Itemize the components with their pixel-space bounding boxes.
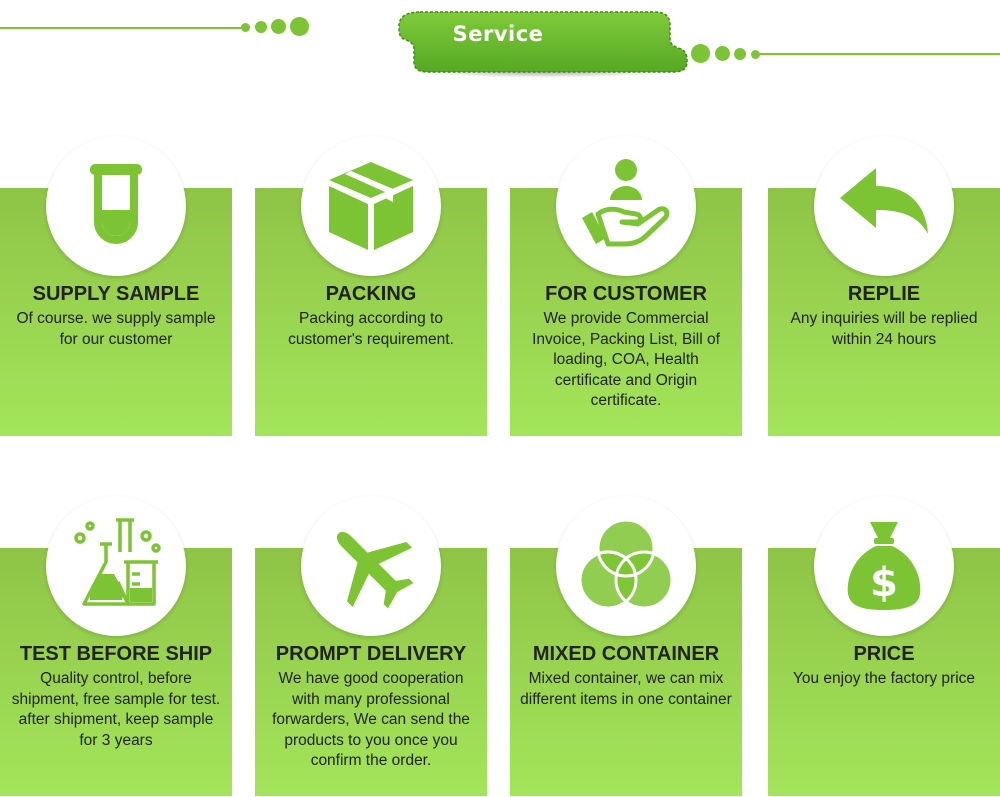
card-background — [255, 548, 487, 796]
card-background — [0, 548, 232, 796]
header-line-left — [0, 27, 243, 29]
service-card-price: $ PRICE You enjoy the factory price — [768, 496, 1000, 796]
customer-hand-icon — [582, 159, 670, 247]
icon-circle — [814, 136, 954, 276]
service-card-test-before-ship: TEST BEFORE SHIP Quality control, before… — [0, 496, 232, 796]
service-title: PACKING — [325, 283, 417, 305]
service-card-for-customer: FOR CUSTOMER We provide Commercial Invoi… — [510, 136, 742, 436]
header-dot — [751, 50, 760, 59]
header-dot — [241, 23, 250, 32]
icon-circle: $ — [814, 496, 954, 636]
service-description: We have good cooperation with many profe… — [272, 670, 470, 770]
service-title: REPLIE — [847, 283, 921, 305]
service-description: Of course. we supply sample for our cust… — [16, 310, 216, 348]
header-dot — [290, 17, 309, 36]
service-card-supply-sample: SUPPLY SAMPLE Of course. we supply sampl… — [0, 136, 232, 436]
service-description: You enjoy the factory price — [792, 670, 976, 687]
service-card-mixed-container: MIXED CONTAINER Mixed container, we can … — [510, 496, 742, 796]
service-description: Mixed container, we can mix different it… — [520, 670, 732, 708]
card-background — [0, 188, 232, 436]
lab-flask-icon — [74, 518, 161, 606]
service-title: PRICE — [853, 643, 915, 665]
header-banner — [398, 11, 688, 73]
reply-arrow-icon — [840, 168, 928, 234]
service-title: TEST BEFORE SHIP — [19, 643, 213, 665]
icon-circle — [556, 496, 696, 636]
service-card-packing: PACKING Packing according to customer's … — [255, 136, 487, 436]
card-background — [510, 548, 742, 796]
service-title: SUPPLY SAMPLE — [32, 283, 200, 305]
service-description: Any inquiries will be replied within 24 … — [790, 310, 978, 348]
service-description: We provide Commercial Invoice, Packing L… — [532, 310, 720, 410]
service-card-replie: REPLIE Any inquiries will be replied wit… — [768, 136, 1000, 436]
svg-text:$: $ — [870, 560, 898, 606]
test-tube-icon — [90, 164, 142, 244]
card-background — [768, 548, 1000, 796]
icon-circle — [556, 136, 696, 276]
card-background — [510, 188, 742, 436]
money-bag-icon: $ — [847, 522, 921, 610]
page-title: Service — [452, 22, 544, 46]
card-background — [768, 188, 1000, 436]
airplane-icon — [336, 531, 414, 609]
overlapping-circles-icon — [578, 518, 674, 610]
header-dot — [271, 19, 286, 34]
service-title: FOR CUSTOMER — [545, 283, 707, 305]
icon-circle — [46, 496, 186, 636]
header-dot — [255, 21, 267, 33]
service-card-prompt-delivery: PROMPT DELIVERY We have good cooperation… — [255, 496, 487, 796]
header-dot — [715, 46, 730, 61]
header-dot — [691, 44, 710, 63]
service-description: Quality control, before shipment, free s… — [11, 670, 221, 749]
box-icon — [329, 162, 413, 250]
header-line-right — [757, 53, 1000, 55]
service-description: Packing according to customer's requirem… — [288, 310, 454, 348]
service-title: PROMPT DELIVERY — [275, 643, 467, 665]
header-dot — [734, 48, 746, 60]
icon-circle — [301, 136, 441, 276]
service-title: MIXED CONTAINER — [532, 643, 720, 665]
card-background — [255, 188, 487, 436]
icon-circle — [301, 496, 441, 636]
icon-circle — [46, 136, 186, 276]
